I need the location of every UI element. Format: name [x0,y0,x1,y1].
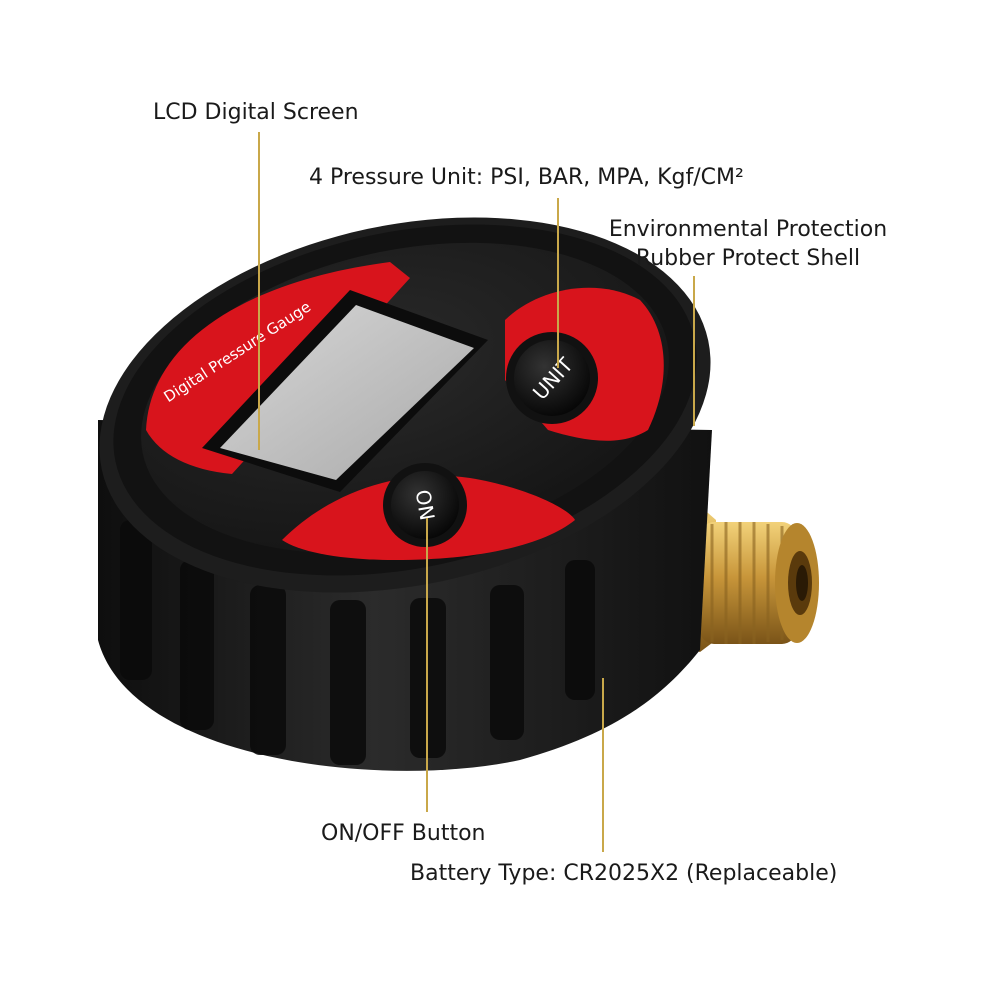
leader-lines [258,132,695,852]
callout-rubber-shell: Environmental Protection Rubber Protect … [598,215,898,273]
on-button[interactable]: ON [383,463,467,547]
callout-pressure-units: 4 Pressure Unit: PSI, BAR, MPA, Kgf/CM² [309,165,744,190]
lcd-screen [202,290,488,492]
unit-button[interactable]: UNIT [506,332,598,424]
callout-on-off-button: ON/OFF Button [321,821,486,846]
on-button-label: ON [411,488,440,522]
callout-lcd-screen: LCD Digital Screen [153,100,359,125]
callout-rubber-shell-line2: Rubber Protect Shell [635,246,861,271]
callout-rubber-shell-line1: Environmental Protection [608,217,888,242]
callout-battery-type: Battery Type: CR2025X2 (Replaceable) [410,861,838,886]
